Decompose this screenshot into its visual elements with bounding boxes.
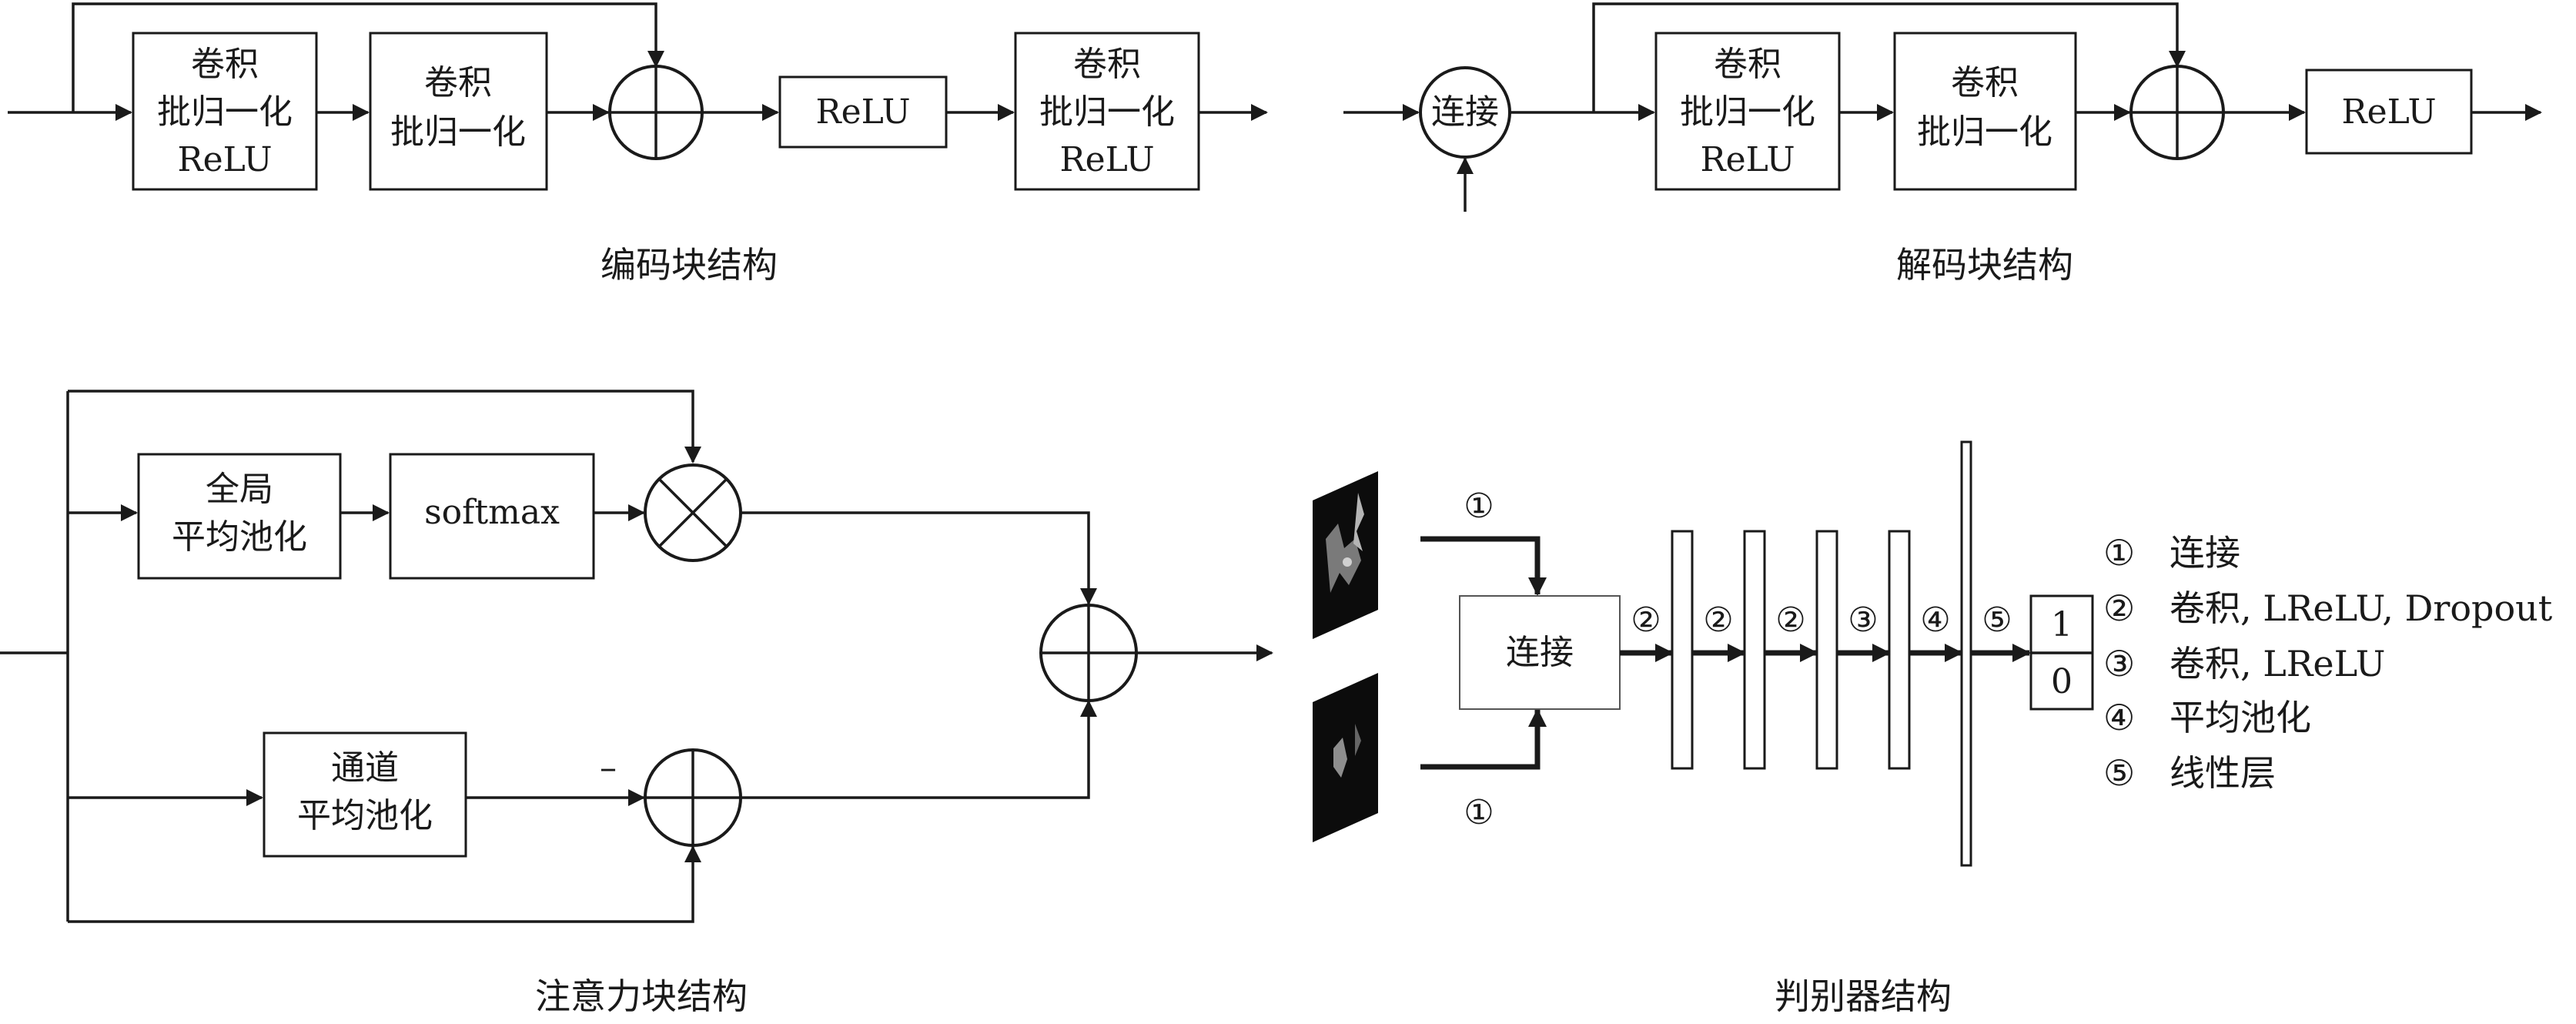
legend-item-1-number: ① bbox=[2103, 532, 2135, 574]
disc-layer-1 bbox=[1671, 530, 1694, 770]
disc-top-input-step-number: ① bbox=[1464, 487, 1494, 526]
attention-channel-avg-pool-box bbox=[263, 731, 467, 858]
decoder-skip-connection bbox=[1592, 2, 2186, 112]
disc-layer-4 bbox=[1888, 530, 1911, 770]
legend-item-3-text: 卷积, LReLU bbox=[2170, 643, 2385, 684]
disc-concat-label: 连接 bbox=[1506, 633, 1574, 672]
legend-item-1-text: 连接 bbox=[2170, 532, 2240, 574]
disc-layer-2 bbox=[1743, 530, 1766, 770]
disc-step-2b: ② bbox=[1703, 601, 1733, 640]
encoder-block: 卷积 批归一化 ReLU 卷积 批归一化 ReLU 卷积 批归一化 ReLU 编… bbox=[8, 2, 1268, 286]
encoder-box1-bn-label: 批归一化 bbox=[157, 92, 293, 132]
input-image-bottom bbox=[1313, 673, 1378, 842]
legend-item-5-number: ⑤ bbox=[2103, 752, 2135, 794]
encoder-box1-conv-label: 卷积 bbox=[191, 45, 259, 84]
encoder-box3-relu-label: ReLU bbox=[1059, 140, 1154, 179]
disc-step-5: ⑤ bbox=[1982, 601, 2012, 640]
decoder-concat-node: 连接 bbox=[1419, 66, 1511, 159]
encoder-box2-conv-label: 卷积 bbox=[424, 63, 492, 102]
discriminator-caption: 判别器结构 bbox=[1775, 975, 1952, 1017]
attention-sub-to-add bbox=[741, 700, 1097, 799]
disc-step-3: ③ bbox=[1848, 601, 1878, 640]
disc-step-2c: ② bbox=[1775, 601, 1805, 640]
encoder-conv-bn-relu-box-1 bbox=[132, 32, 318, 191]
decoder-box1-bn-label: 批归一化 bbox=[1680, 92, 1815, 132]
disc-bottom-input-step-number: ① bbox=[1464, 793, 1494, 832]
encoder-add-icon bbox=[608, 65, 704, 160]
decoder-relu-label: ReLU bbox=[2341, 92, 2436, 132]
attention-gap-label: 平均池化 bbox=[172, 517, 307, 557]
disc-pool-layer bbox=[1960, 440, 1972, 867]
disc-top-input-arrow bbox=[1420, 536, 1547, 596]
legend-item-4-text: 平均池化 bbox=[2170, 697, 2311, 738]
attention-cap-label: 平均池化 bbox=[297, 796, 433, 835]
attention-softmax-box bbox=[389, 453, 595, 580]
legend-item-2-number: ② bbox=[2103, 587, 2135, 629]
decoder-box1-relu-label: ReLU bbox=[1700, 140, 1795, 179]
decoder-box1-conv-label: 卷积 bbox=[1714, 45, 1781, 84]
encoder-box1-relu-label: ReLU bbox=[177, 140, 272, 179]
attention-softmax-label: softmax bbox=[424, 493, 560, 532]
legend-item-3-number: ③ bbox=[2103, 643, 2135, 684]
encoder-caption: 编码块结构 bbox=[601, 244, 778, 286]
legend-item-2-text: 卷积, LReLU, Dropout bbox=[2170, 587, 2553, 629]
encoder-relu-label: ReLU bbox=[815, 92, 910, 132]
discriminator-block: ① ① 连接 ② ② ② ③ ④ ⑤ 1 0 ① 连接 ② 卷积, bbox=[1313, 440, 2553, 1017]
attention-channel-label: 通道 bbox=[331, 748, 399, 788]
disc-output-zero: 0 bbox=[2051, 662, 2073, 701]
disc-layer-3 bbox=[1815, 530, 1838, 770]
decoder-relu-box bbox=[2305, 69, 2473, 155]
disc-concat-box bbox=[1459, 595, 1621, 710]
encoder-box2-bn-label: 批归一化 bbox=[390, 112, 526, 152]
disc-output-one: 1 bbox=[2051, 605, 2073, 644]
attention-bottom-skip bbox=[68, 845, 701, 923]
attention-multiply-icon bbox=[644, 463, 742, 562]
attention-caption: 注意力块结构 bbox=[535, 975, 748, 1017]
attention-global-avg-pool-box bbox=[137, 453, 342, 580]
attention-minus-sign: – bbox=[600, 748, 617, 788]
encoder-box3-bn-label: 批归一化 bbox=[1039, 92, 1175, 132]
attention-global-label: 全局 bbox=[206, 470, 273, 509]
decoder-conv-bn-box-2 bbox=[1893, 32, 2077, 191]
decoder-caption: 解码块结构 bbox=[1896, 244, 2073, 286]
decoder-conv-bn-relu-box-1 bbox=[1654, 32, 1841, 191]
disc-step-4: ④ bbox=[1920, 601, 1950, 640]
encoder-conv-bn-box-2 bbox=[369, 32, 548, 191]
attention-final-add-icon bbox=[1039, 604, 1138, 702]
attention-block: 全局 平均池化 softmax 通道 平均池化 – bbox=[0, 390, 1273, 1017]
decoder-box2-bn-label: 批归一化 bbox=[1917, 112, 2052, 152]
encoder-skip-connection bbox=[72, 2, 664, 112]
decoder-add-icon bbox=[2129, 65, 2225, 160]
disc-legend: ① 连接 ② 卷积, LReLU, Dropout ③ 卷积, LReLU ④ … bbox=[2103, 532, 2553, 794]
decoder-concat-label: 连接 bbox=[1431, 92, 1499, 132]
encoder-relu-box bbox=[778, 75, 948, 149]
disc-step-2a: ② bbox=[1631, 601, 1661, 640]
input-image-top bbox=[1313, 471, 1378, 639]
legend-item-5-text: 线性层 bbox=[2170, 752, 2276, 794]
legend-item-4-number: ④ bbox=[2103, 697, 2135, 738]
attention-mul-to-add bbox=[741, 511, 1097, 605]
attention-top-skip bbox=[68, 390, 701, 463]
decoder-box2-conv-label: 卷积 bbox=[1951, 63, 2019, 102]
attention-subtract-add-icon bbox=[644, 748, 742, 847]
disc-bottom-input-arrow bbox=[1420, 708, 1547, 770]
encoder-conv-bn-relu-box-3 bbox=[1014, 32, 1200, 191]
decoder-block: 连接 卷积 批归一化 ReLU 卷积 批归一化 ReLU 解码块结构 bbox=[1343, 2, 2542, 286]
encoder-box3-conv-label: 卷积 bbox=[1073, 45, 1141, 84]
